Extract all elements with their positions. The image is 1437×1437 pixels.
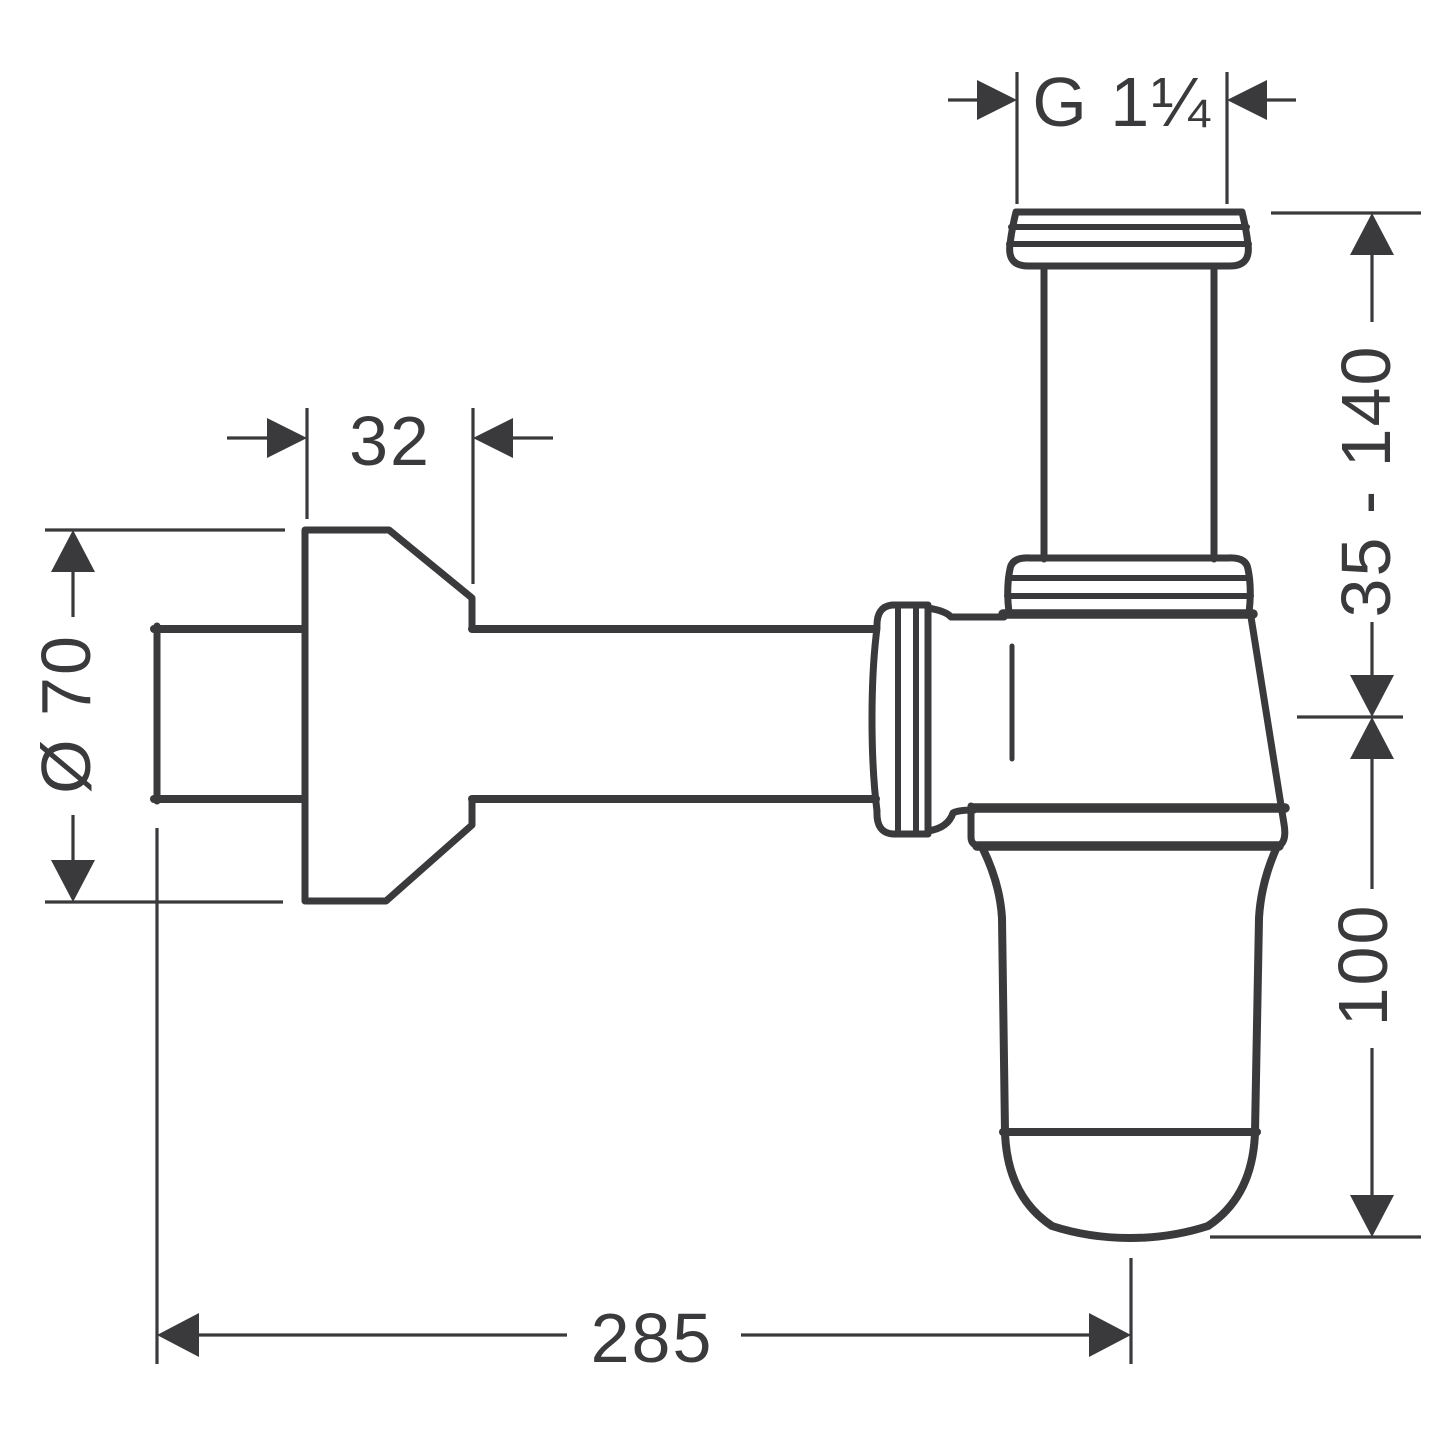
overall-arrow-left-icon bbox=[157, 1313, 199, 1357]
thread-arrow-right-icon bbox=[1227, 80, 1267, 120]
adjust-arrow-down-icon bbox=[1350, 675, 1394, 717]
depth-arrow-left-icon bbox=[267, 418, 307, 458]
thread-size-label: G 1¼ bbox=[1032, 63, 1211, 141]
trap-outline bbox=[150, 208, 1290, 1242]
diameter-arrow-down-icon bbox=[51, 860, 95, 902]
dimension-flange-diameter: Ø 70 bbox=[27, 528, 285, 904]
dimension-overall-projection: 285 bbox=[155, 828, 1133, 1377]
riser-nut-outline bbox=[1004, 554, 1254, 617]
dimension-thread-size: G 1¼ bbox=[948, 63, 1296, 204]
overall-arrow-right-icon bbox=[1089, 1313, 1131, 1357]
depth-arrow-right-icon bbox=[473, 418, 513, 458]
height-adjustment-label: 35 - 140 bbox=[1327, 345, 1405, 618]
neck-top-edge bbox=[924, 604, 1008, 621]
dimension-height-adjustment: 35 - 140 bbox=[1271, 211, 1421, 719]
union-nut-outline bbox=[868, 601, 932, 838]
cup-right-wall bbox=[1251, 845, 1280, 1136]
neck-bottom-edge bbox=[924, 806, 978, 835]
cup-height-arrow-down-icon bbox=[1350, 1195, 1394, 1237]
cup-dome bbox=[1001, 1128, 1259, 1242]
adjust-arrow-up-icon bbox=[1350, 213, 1394, 255]
cup-height-arrow-up-icon bbox=[1350, 717, 1394, 759]
cup-height-label: 100 bbox=[1324, 904, 1402, 1027]
dimension-cup-height: 100 bbox=[1210, 717, 1421, 1239]
flange-depth-label: 32 bbox=[349, 402, 431, 480]
overall-projection-label: 285 bbox=[591, 1299, 714, 1377]
diameter-arrow-up-icon bbox=[51, 530, 95, 572]
thread-arrow-left-icon bbox=[977, 80, 1017, 120]
dimension-flange-depth: 32 bbox=[227, 402, 553, 584]
wall-flange-outline bbox=[301, 526, 476, 905]
cup-ring-left-edge bbox=[967, 802, 985, 850]
cup-left-wall bbox=[979, 845, 1009, 1136]
top-thread-nut-outline bbox=[1006, 208, 1252, 270]
flange-diameter-label: Ø 70 bbox=[27, 634, 105, 794]
